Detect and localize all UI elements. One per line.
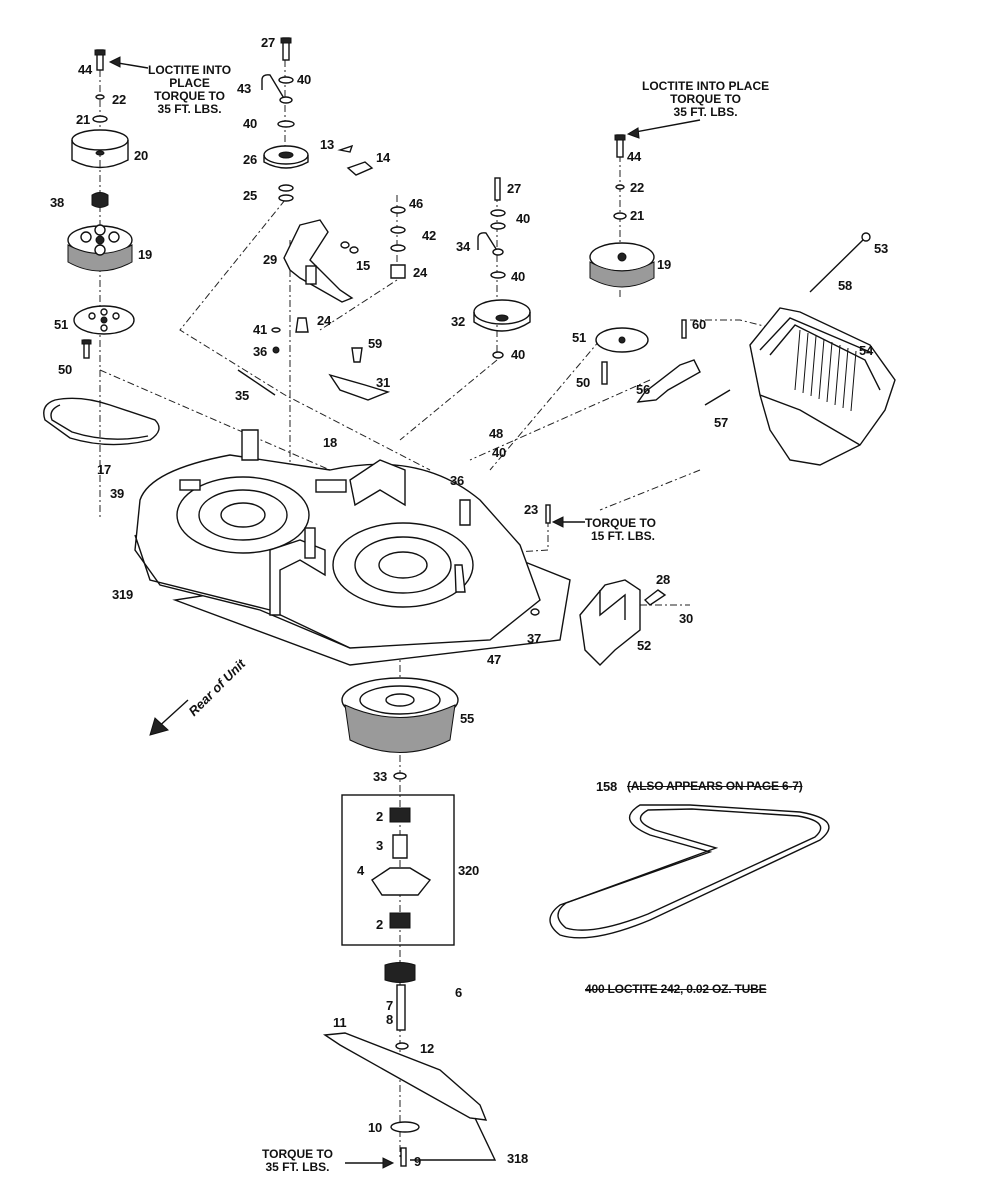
part-label-8: 8	[386, 1012, 394, 1027]
part-label-33: 33	[373, 769, 388, 784]
part-label-48: 48	[489, 426, 504, 441]
part-label-51: 51	[572, 330, 587, 345]
part-label-40: 40	[243, 116, 258, 131]
part-label-19: 19	[138, 247, 153, 262]
part-label-3: 3	[376, 838, 384, 853]
part-label-43: 43	[237, 81, 252, 96]
part-label-6: 6	[455, 985, 463, 1000]
part-label-23: 23	[524, 502, 539, 517]
part-label-30: 30	[679, 611, 694, 626]
part-label-17: 17	[97, 462, 112, 477]
part-label-25: 25	[243, 188, 258, 203]
part-label-7: 7	[386, 998, 394, 1013]
part-label-57: 57	[714, 415, 729, 430]
part-label-22: 22	[112, 92, 127, 107]
center-idler-pulley	[390, 177, 531, 359]
part-label-36: 36	[450, 473, 465, 488]
part-label-35: 35	[235, 388, 250, 403]
part-label-52: 52	[637, 638, 652, 653]
deflector-52	[579, 579, 667, 666]
part-label-27: 27	[507, 181, 522, 196]
part-label-56: 56	[636, 382, 651, 397]
part-label-40: 40	[297, 72, 312, 87]
part-label-29: 29	[263, 252, 278, 267]
part-label-24: 24	[317, 313, 332, 328]
part-label-13: 13	[320, 137, 335, 152]
part-label-24: 24	[413, 265, 428, 280]
part-label-9: 9	[414, 1154, 422, 1169]
part-label-54: 54	[859, 343, 874, 358]
idler-bracket-assembly	[237, 37, 391, 401]
part-label-14: 14	[376, 150, 391, 165]
part-label-32: 32	[451, 314, 466, 329]
left-pulley-stack	[67, 49, 135, 359]
part-label-37: 37	[527, 631, 542, 646]
callout-arrows	[108, 56, 701, 1169]
mower-deck-housing	[134, 429, 571, 666]
part-label-38: 38	[50, 195, 65, 210]
part-label-19: 19	[657, 257, 672, 272]
part-label-12: 12	[420, 1041, 435, 1056]
part-label-320: 320	[458, 863, 480, 878]
part-label-36: 36	[253, 344, 268, 359]
part-label-11: 11	[333, 1015, 347, 1030]
part-label-34: 34	[456, 239, 471, 254]
part-label-31: 31	[376, 375, 391, 390]
grass-chute-54	[749, 307, 896, 466]
part-label-2: 2	[376, 917, 384, 932]
belt-page-note: (ALSO APPEARS ON PAGE 6-7)	[627, 779, 803, 793]
part-label-40: 40	[492, 445, 507, 460]
part-label-53: 53	[874, 241, 889, 256]
hub-55	[341, 677, 459, 780]
part-label-51: 51	[54, 317, 69, 332]
part-label-28: 28	[656, 572, 671, 587]
part-label-27: 27	[261, 35, 276, 50]
part-label-26: 26	[243, 152, 258, 167]
part-label-21: 21	[630, 208, 645, 223]
part-label-50: 50	[58, 362, 73, 377]
part-label-39: 39	[110, 486, 125, 501]
part-label-40: 40	[511, 347, 526, 362]
part-label-46: 46	[409, 196, 424, 211]
belt-158	[549, 804, 830, 939]
right-pulley-stack	[589, 134, 871, 406]
part-label-18: 18	[323, 435, 338, 450]
part-label-10: 10	[368, 1120, 383, 1135]
part-label-55: 55	[460, 711, 475, 726]
part-label-44: 44	[627, 149, 642, 164]
part-label-20: 20	[134, 148, 149, 163]
part-label-15: 15	[356, 258, 371, 273]
part-label-4: 4	[357, 863, 365, 878]
drive-belt-17	[43, 397, 160, 446]
loctite-tube-note: 400 LOCTITE 242, 0.02 OZ. TUBE	[585, 982, 767, 996]
part-label-50: 50	[576, 375, 591, 390]
part-label-22: 22	[630, 180, 645, 195]
part-label-40: 40	[511, 269, 526, 284]
part-label-319: 319	[112, 587, 134, 602]
part-label-59: 59	[368, 336, 383, 351]
part-label-58: 58	[838, 278, 853, 293]
part-label-60: 60	[692, 317, 707, 332]
part-label-41: 41	[253, 322, 268, 337]
part-label-21: 21	[76, 112, 91, 127]
part-label-42: 42	[422, 228, 437, 243]
spindle-assembly-320	[341, 794, 455, 1050]
part-label-47: 47	[487, 652, 502, 667]
part-label-318: 318	[507, 1151, 529, 1166]
part-label-2: 2	[376, 809, 384, 824]
blade-318	[322, 1032, 497, 1167]
part-label-40: 40	[516, 211, 531, 226]
part-label-158: 158	[596, 779, 618, 794]
part-label-44: 44	[78, 62, 93, 77]
